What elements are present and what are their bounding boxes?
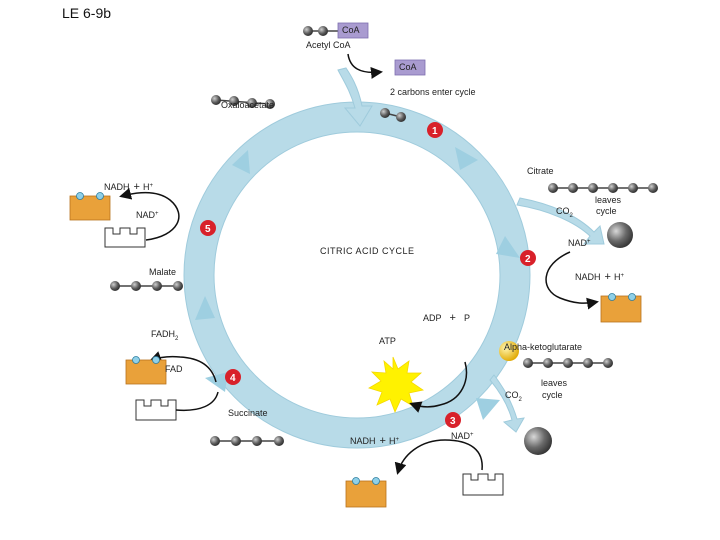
step-badge-3: 3 — [445, 412, 461, 428]
svg-text:4: 4 — [230, 373, 236, 384]
leaves-cycle-label-1b: cycle — [596, 206, 617, 216]
cycle-arrow-5 — [195, 296, 215, 320]
entry-arrow — [337, 67, 373, 127]
svg-text:3: 3 — [450, 416, 456, 427]
coa-box — [337, 22, 369, 39]
fadh2-carrier — [125, 356, 167, 385]
co2-exit-arrow-1 — [516, 197, 605, 245]
nadh-label-2: NADH+H+ — [575, 271, 624, 283]
nadh-carrier-3 — [345, 477, 387, 508]
nadh-carrier-5 — [69, 192, 111, 221]
step-badge-2: 2 — [520, 250, 536, 266]
nad-reduction-arrow-3 — [394, 439, 483, 475]
two-carbons-label: 2 carbons enter cycle — [390, 87, 476, 97]
oxaloacetate-molecule — [211, 95, 275, 109]
succinate-molecule — [210, 436, 284, 446]
malate-label: Malate — [149, 267, 176, 277]
co2-label-2: CO2 — [505, 390, 523, 403]
svg-text:2: 2 — [525, 254, 531, 265]
atp-formation-arrow — [409, 361, 468, 413]
coa-released-label: CoA — [399, 62, 417, 72]
fad-input-line — [175, 391, 219, 412]
malate-molecule — [110, 281, 183, 291]
oxaloacetate-label: Oxaloacetate — [221, 100, 274, 110]
co2-exit-arrow-2 — [489, 374, 525, 433]
cycle-arrow-1 — [455, 147, 478, 170]
cycle-arrow-2 — [496, 236, 520, 258]
cycle-ring — [183, 67, 605, 449]
citrate-label: Citrate — [527, 166, 554, 176]
acetyl-coa-molecule: CoA — [303, 22, 369, 39]
nadh-label-5: NADH+H+ — [104, 181, 153, 193]
nad-label-2: NAD+ — [568, 238, 591, 248]
cycle-arrow-3 — [476, 398, 500, 420]
succinate-label: Succinate — [228, 408, 268, 418]
co2-molecule-2 — [524, 427, 552, 455]
co2-molecule-1 — [607, 222, 633, 248]
nad-reduction-arrow-2 — [545, 251, 599, 310]
atp-burst — [368, 356, 425, 414]
leaves-cycle-label-1a: leaves — [595, 195, 622, 205]
nadh-carrier-2 — [600, 293, 642, 323]
cycle-arrow-4 — [205, 372, 228, 392]
svg-text:5: 5 — [205, 224, 211, 235]
cycle-arrow-6 — [232, 150, 250, 174]
step-badge-4: 4 — [225, 369, 241, 385]
fad-carrier — [135, 399, 177, 421]
figure-title: LE 6-9b — [62, 5, 111, 21]
cycle-name: CITRIC ACID CYCLE — [320, 246, 415, 256]
fad-label: FAD — [165, 364, 183, 374]
coa-release-arrow — [347, 53, 383, 79]
nad-reduction-arrow-5 — [119, 187, 180, 241]
coa-label: CoA — [342, 25, 360, 35]
step-badge-1: 1 — [427, 122, 443, 138]
citrate-molecule — [548, 183, 658, 193]
nad-carrier-3 — [462, 473, 504, 496]
nad-carrier-5 — [104, 227, 146, 248]
coa-released-box — [394, 59, 426, 76]
svg-text:1: 1 — [432, 126, 438, 137]
alpha-ketoglutarate-label: Alpha-ketoglutarate — [504, 342, 582, 352]
atp-label: ATP — [379, 336, 396, 346]
acetyl-coa-label: Acetyl CoA — [306, 40, 351, 50]
phosphate-ball — [499, 341, 519, 361]
alpha-ketoglutarate-molecule — [523, 358, 613, 368]
leaves-cycle-label-2b: cycle — [542, 390, 563, 400]
leaves-cycle-label-2a: leaves — [541, 378, 568, 388]
nad-label-3: NAD+ — [451, 431, 474, 441]
step-badge-5: 5 — [200, 220, 216, 236]
adp-label: ADP+P — [423, 312, 470, 324]
fadh2-label: FADH2 — [151, 329, 179, 342]
nadh-label-3: NADH+H+ — [350, 435, 399, 447]
co2-label-1: CO2 — [556, 206, 574, 219]
nad-label-5: NAD+ — [136, 210, 159, 220]
two-carbon-molecule — [380, 108, 406, 122]
